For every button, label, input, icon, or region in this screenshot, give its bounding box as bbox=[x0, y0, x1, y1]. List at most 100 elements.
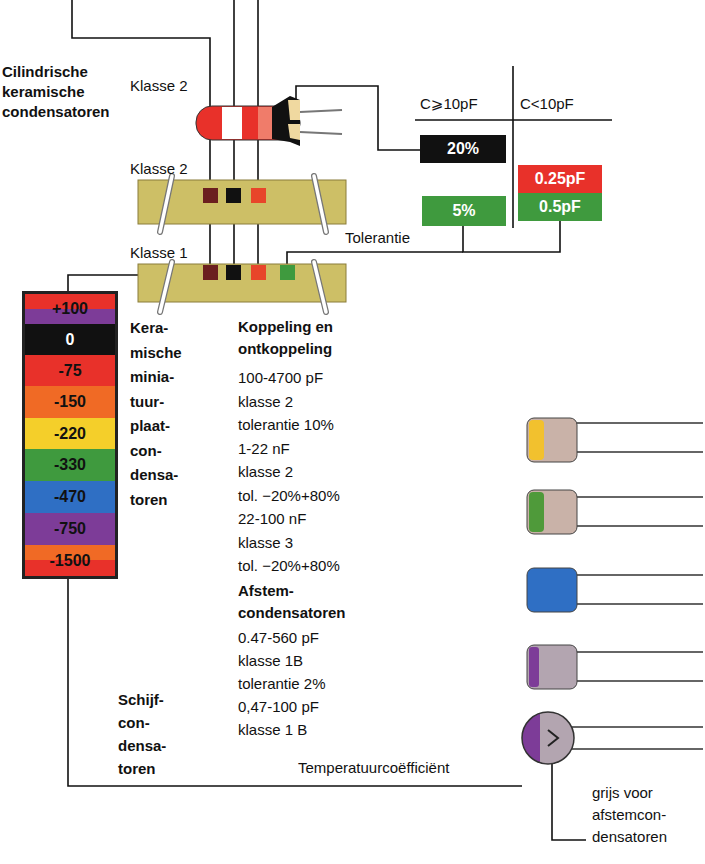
color-dot bbox=[226, 265, 241, 280]
lead-wire bbox=[300, 132, 342, 134]
capacitor-body bbox=[527, 568, 577, 612]
capacitor-body bbox=[527, 418, 577, 462]
lead-wire bbox=[160, 262, 172, 312]
heading-label: Afstem- condensatoren bbox=[238, 580, 346, 624]
cylinder-capacitor bbox=[196, 96, 342, 146]
color-band bbox=[288, 100, 300, 120]
text-label: C<10pF bbox=[520, 94, 574, 114]
color-code-cell: -1500 bbox=[25, 545, 115, 576]
text-label: klasse 2 bbox=[238, 460, 293, 484]
color-code-cell: -330 bbox=[25, 449, 115, 481]
text-label: Klasse 2 bbox=[130, 76, 188, 96]
text-label: tol. −20%+80% bbox=[238, 554, 340, 578]
node-text: 0.5pF bbox=[539, 198, 581, 216]
lead-wire bbox=[314, 262, 326, 312]
color-band bbox=[529, 647, 539, 687]
leader-lines bbox=[68, 0, 612, 840]
text-label: klasse 1 B bbox=[238, 718, 307, 741]
lead-wire bbox=[574, 603, 703, 605]
node-text: -75 bbox=[58, 362, 81, 380]
text-label: klasse 3 bbox=[238, 531, 293, 555]
text-label: C⩾10pF bbox=[420, 94, 478, 114]
lead-wire bbox=[160, 176, 172, 232]
color-dot bbox=[226, 188, 241, 203]
text-label: Temperatuurcoëfficiënt bbox=[298, 758, 449, 778]
text-label: Klasse 1 bbox=[130, 243, 188, 263]
disc-capacitor bbox=[520, 710, 574, 766]
tolerance-box: 0.25pF bbox=[518, 165, 602, 193]
heading-label: Kera- mische minia- tuur- plaat- con- de… bbox=[130, 316, 182, 512]
lead-wire bbox=[574, 496, 703, 498]
leader-line bbox=[68, 275, 140, 292]
color-band bbox=[222, 107, 242, 139]
color-code-cell: +100 bbox=[25, 294, 115, 324]
lead-wire bbox=[574, 422, 703, 424]
right-capacitors bbox=[570, 423, 703, 749]
color-dot bbox=[251, 265, 266, 280]
text-label: klasse 1B bbox=[238, 649, 303, 672]
capacitor-body bbox=[527, 490, 577, 534]
text-label: 0.47-560 pF bbox=[238, 626, 319, 649]
color-dot bbox=[251, 188, 266, 203]
lead-wire bbox=[160, 262, 172, 312]
color-dot bbox=[203, 265, 218, 280]
lead-wire bbox=[300, 110, 342, 112]
color-band bbox=[258, 107, 272, 139]
node-text: -330 bbox=[54, 456, 86, 474]
plate-capacitor bbox=[138, 262, 346, 312]
capacitor-blue bbox=[527, 568, 577, 612]
plate-capacitor bbox=[138, 176, 346, 232]
text-label: Klasse 2 bbox=[130, 159, 188, 179]
color-code-cell: -75 bbox=[25, 355, 115, 386]
text-label: 1-22 nF bbox=[238, 437, 290, 461]
lead-wire bbox=[574, 525, 703, 527]
tolerance-box: 5% bbox=[422, 196, 506, 226]
color-code-cell: -150 bbox=[25, 386, 115, 418]
node-text: -1500 bbox=[50, 552, 91, 570]
leader-line bbox=[68, 579, 522, 786]
lead-wire bbox=[314, 176, 326, 232]
capacitor-body bbox=[527, 645, 577, 689]
lead-wire bbox=[570, 748, 703, 750]
node-text: 0.25pF bbox=[535, 170, 586, 188]
capacitor-green bbox=[527, 490, 577, 534]
tolerance-box: 0.5pF bbox=[518, 193, 602, 221]
capacitor-outline bbox=[522, 712, 574, 764]
heading-label: Cilindrische keramische condensatoren bbox=[2, 62, 110, 122]
text-label: 100-4700 pF bbox=[238, 366, 323, 390]
color-code-cell: -470 bbox=[25, 481, 115, 513]
leader-line bbox=[296, 86, 420, 150]
lead-wire bbox=[574, 574, 703, 576]
lead-wire bbox=[160, 176, 172, 232]
text-label: klasse 2 bbox=[238, 390, 293, 414]
lead-wire bbox=[570, 726, 703, 728]
lead-wire bbox=[574, 451, 703, 453]
node-text: 0 bbox=[66, 331, 75, 349]
color-strip-frame bbox=[22, 291, 118, 579]
color-code-cell: 0 bbox=[25, 324, 115, 355]
heading-label: Schijf- con- densa- toren bbox=[118, 688, 166, 780]
node-text: -470 bbox=[54, 488, 86, 506]
node-text: -220 bbox=[54, 425, 86, 443]
capacitor-yellow bbox=[527, 418, 577, 462]
text-label: 22-100 nF bbox=[238, 507, 306, 531]
color-band bbox=[288, 124, 300, 140]
tolerance-box: 20% bbox=[420, 135, 506, 163]
text-label: grijs voor afstemcon- densatoren bbox=[592, 782, 700, 848]
lead-wire bbox=[574, 680, 703, 682]
trimmer-capacitor bbox=[527, 645, 577, 689]
color-band bbox=[529, 492, 544, 532]
color-band bbox=[529, 420, 544, 460]
lead-wire bbox=[314, 176, 326, 232]
color-code-cell: -750 bbox=[25, 513, 115, 545]
node-text: 20% bbox=[447, 140, 479, 158]
text-label: Tolerantie bbox=[345, 228, 410, 248]
text-label: tol. −20%+80% bbox=[238, 484, 340, 508]
lead-wire bbox=[314, 262, 326, 312]
node-text: -750 bbox=[54, 520, 86, 538]
table-line bbox=[512, 66, 514, 228]
node-text: +100 bbox=[52, 300, 88, 318]
color-dots bbox=[203, 188, 295, 280]
color-code-cell: -220 bbox=[25, 418, 115, 449]
node-text: 5% bbox=[452, 202, 475, 220]
